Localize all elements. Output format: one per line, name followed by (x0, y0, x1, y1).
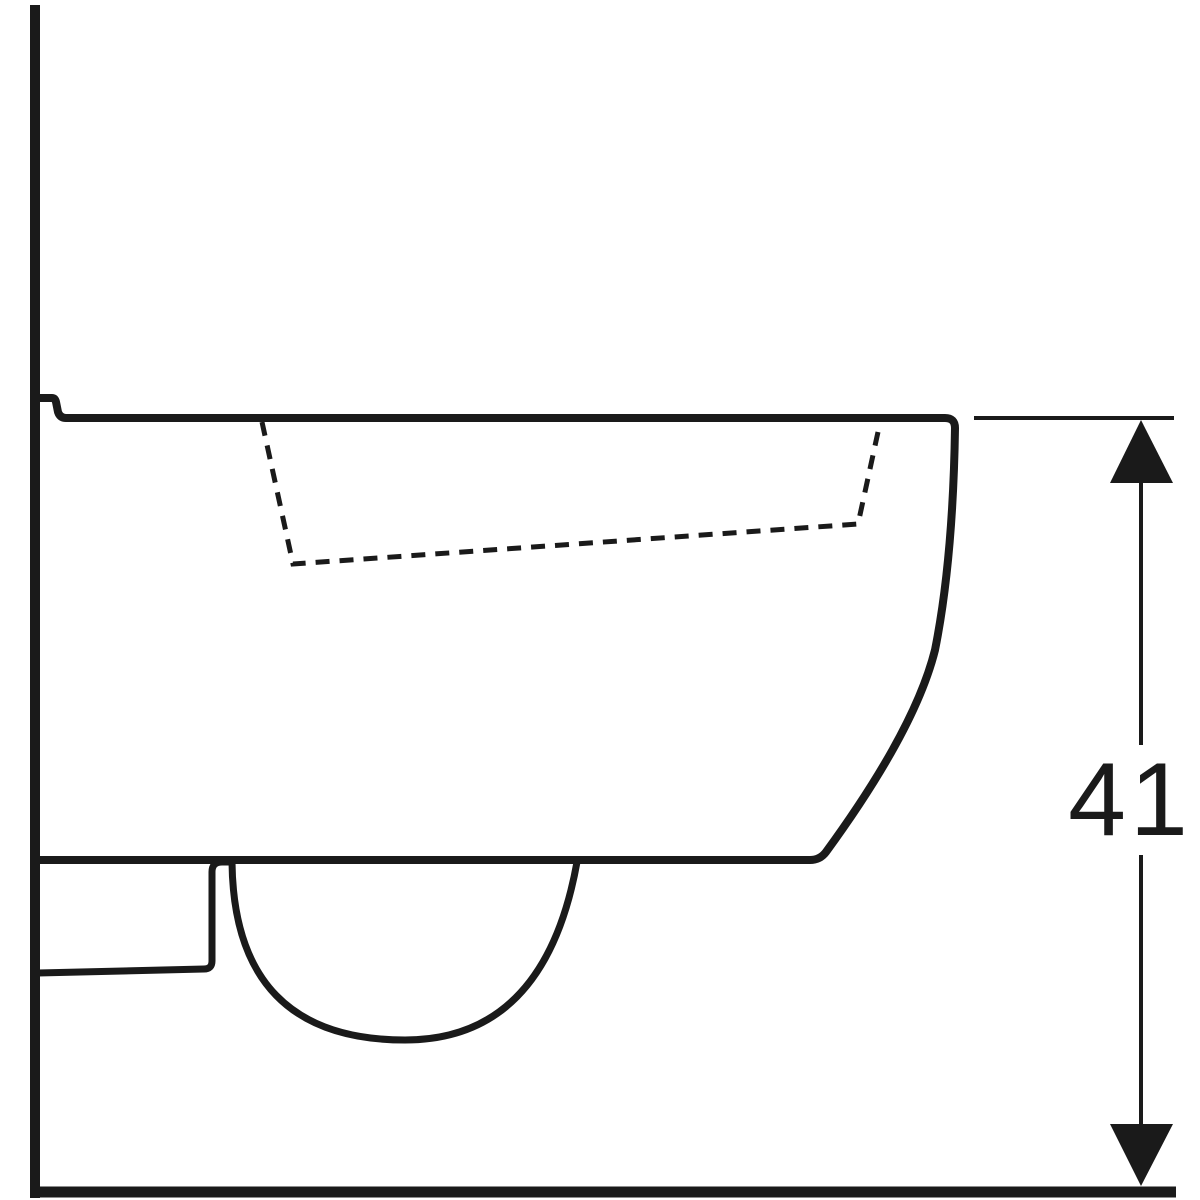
trap-curve (228, 861, 581, 1044)
bowl-hidden-line (259, 421, 881, 567)
toilet-body-outline (38, 394, 959, 864)
arrow-down-icon (1110, 1124, 1173, 1186)
arrow-up-icon (1110, 420, 1173, 483)
dimension-label: 41 (1060, 745, 1200, 855)
mounting-bracket (37, 858, 223, 977)
